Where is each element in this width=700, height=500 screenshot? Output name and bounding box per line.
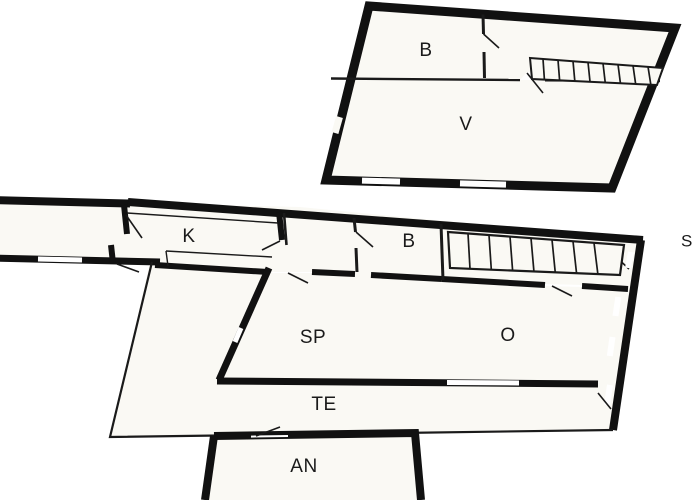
kitchen-counter-lower xyxy=(165,250,273,258)
door-stair-lower xyxy=(544,284,583,287)
lower-wall-sp-left xyxy=(215,266,273,382)
door-corridor-to-hall xyxy=(116,263,140,273)
room-label-lower-bath: B xyxy=(402,231,415,252)
window-sp-partition xyxy=(232,327,244,343)
door-annex xyxy=(251,435,288,438)
lower-partition-bath-right xyxy=(439,223,445,281)
staircase-upper xyxy=(528,56,665,87)
lower-partition-bath-left-top xyxy=(352,217,357,233)
door-terrace-right xyxy=(604,384,613,406)
room-label-o: O xyxy=(500,325,515,346)
annex-fill xyxy=(205,433,421,500)
lower-wall-stairhall-bottom-2 xyxy=(581,283,629,292)
room-label-sp: SP xyxy=(300,327,326,348)
door-upper-v-swing xyxy=(526,72,544,94)
lower-partition-bath-left-bottom xyxy=(354,247,359,273)
terrace-outline xyxy=(108,261,614,439)
lower-wall-kitchen-left xyxy=(121,204,130,235)
window-right-upper xyxy=(612,296,622,317)
annex-outline xyxy=(213,428,425,500)
lower-wall-kitchen-bottom xyxy=(154,262,269,275)
room-label-upper-v: V xyxy=(459,114,472,135)
door-stair-lower-swing xyxy=(551,285,573,297)
upper-floor-fill xyxy=(326,6,675,188)
lower-wall-corridor-stub xyxy=(108,244,116,264)
lower-wall-hall-bottom xyxy=(311,269,356,277)
lower-wall-kitchen-right xyxy=(276,211,285,241)
annex-left-wall xyxy=(201,435,218,500)
window-stairtop xyxy=(625,251,634,269)
door-upper-b xyxy=(482,33,500,49)
upper-partition-horizontal xyxy=(330,77,521,82)
lower-corridor-fill xyxy=(0,200,132,262)
lower-floor-group: K B SP O TE AN xyxy=(0,196,645,500)
door-kitchen-right xyxy=(261,240,281,251)
door-annex-swing xyxy=(255,426,281,437)
door-hall-lower xyxy=(272,272,312,273)
window-upper-bottom-1 xyxy=(361,177,401,185)
lower-wall-sp-bottom xyxy=(216,377,599,388)
window-right-lower xyxy=(606,336,616,357)
window-upper-bottom-2 xyxy=(459,180,507,188)
edge-label-right: S xyxy=(681,231,692,250)
lower-wall-top-corridor xyxy=(0,196,131,208)
kitchen-counter-upper xyxy=(126,212,279,224)
lower-wall-right xyxy=(609,239,645,431)
door-kitchen-left xyxy=(125,214,143,239)
staircase-lower xyxy=(446,230,626,277)
annex-group xyxy=(201,426,425,500)
upper-partition-vertical-bottom xyxy=(482,51,486,79)
door-hall-lower-swing xyxy=(287,272,309,284)
window-upper-left xyxy=(331,116,343,134)
upper-floor-group: B V xyxy=(320,1,682,193)
room-label-upper-b: B xyxy=(419,40,432,61)
door-terrace-right-swing xyxy=(597,392,612,410)
lower-wall-top-main xyxy=(127,198,644,244)
upper-partition-vertical-top xyxy=(481,14,485,35)
lower-wall-stairhall-bottom xyxy=(441,276,546,288)
room-label-annex: AN xyxy=(290,456,317,477)
door-bath-lower xyxy=(355,231,374,248)
window-o-bottom xyxy=(446,380,520,386)
room-label-terrace: TE xyxy=(311,394,336,415)
lower-partition-hall-left xyxy=(282,212,288,246)
lower-wall-bath-bottom xyxy=(370,272,443,282)
window-corridor-left xyxy=(37,256,83,263)
room-label-kitchen: K xyxy=(182,226,195,247)
kitchen-counter-lower-left xyxy=(165,250,169,267)
